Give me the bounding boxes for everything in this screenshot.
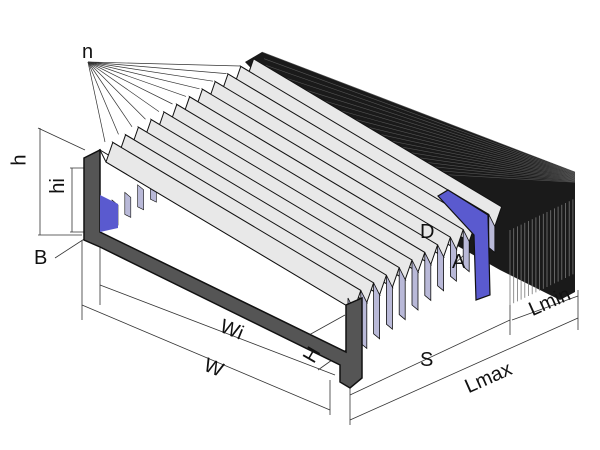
- label-hi: hi: [46, 178, 69, 194]
- pleat-inner-fold: [124, 191, 132, 218]
- pleat-ray-line: [87, 61, 160, 112]
- pleat-side-fold: [437, 244, 445, 292]
- pleat-ray-line: [87, 61, 200, 90]
- pleat-count-rays: [87, 61, 241, 143]
- pleat-inner-fold: [137, 184, 144, 211]
- pleat-side-fold: [385, 275, 393, 331]
- label-A: A: [452, 251, 466, 273]
- front-end-frame: [83, 148, 363, 389]
- pleat-ridge-line: [261, 51, 576, 173]
- pleat-ridge-line: [263, 58, 576, 173]
- pleat-face-shade: [105, 141, 362, 311]
- label-D: D: [420, 221, 435, 243]
- pleat-ray-line: [87, 61, 227, 74]
- pleat-ray-line: [87, 61, 106, 143]
- rear-blue-profile: [437, 189, 491, 301]
- pleat-side-fold: [462, 229, 470, 273]
- pleat-ridge-line: [269, 78, 576, 175]
- pleat-ridge-line: [265, 65, 576, 174]
- extended-pleats: [98, 58, 503, 359]
- label-h: h: [8, 154, 31, 166]
- label-n: n: [82, 41, 94, 63]
- pleat-side-fold: [398, 267, 406, 321]
- pleat-ray-line: [87, 61, 133, 127]
- pleat-ray-line: [87, 61, 146, 120]
- label-B: B: [34, 247, 48, 269]
- pleat-side-fold: [449, 237, 457, 283]
- pleat-side-fold: [373, 282, 381, 340]
- pleat-ray-line: [87, 61, 214, 82]
- pleat-side-fold: [424, 252, 432, 302]
- pleat-ray-line: [87, 61, 187, 97]
- pleat-ray-line: [87, 61, 241, 67]
- pleat-side-fold: [411, 259, 419, 311]
- pleat-ray-line: [87, 61, 173, 105]
- label-S: S: [420, 349, 434, 371]
- pleat-ridge-line: [267, 71, 576, 175]
- pleat-ray-line: [87, 61, 119, 135]
